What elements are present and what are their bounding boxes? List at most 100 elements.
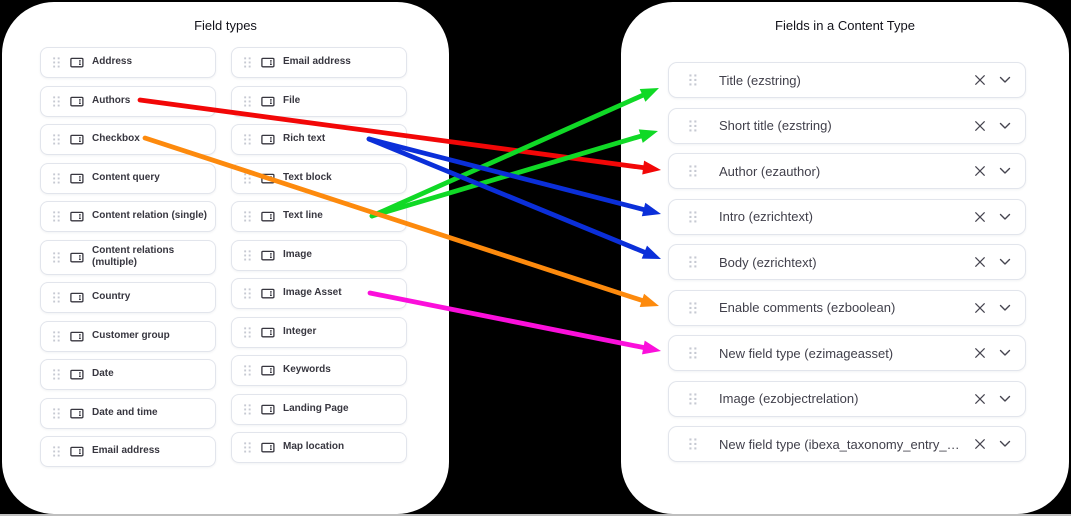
content-type-field-list: Title (ezstring) S xyxy=(668,62,1026,462)
row-actions xyxy=(974,438,1011,450)
field-type-item[interactable]: Date and time xyxy=(40,397,216,429)
input-field-icon xyxy=(70,210,84,223)
close-x-icon[interactable] xyxy=(974,256,986,268)
chevron-down-icon[interactable] xyxy=(999,304,1011,312)
close-x-icon[interactable] xyxy=(974,120,986,132)
close-x-icon[interactable] xyxy=(974,165,986,177)
field-type-item[interactable]: Content relations (multiple) xyxy=(40,239,216,275)
row-actions xyxy=(974,393,1011,405)
drag-handle-icon[interactable] xyxy=(689,347,697,359)
field-type-item[interactable]: Text block xyxy=(231,162,407,194)
chevron-down-icon[interactable] xyxy=(999,395,1011,403)
drag-handle-icon[interactable] xyxy=(244,172,251,184)
drag-handle-icon[interactable] xyxy=(244,288,251,299)
content-type-field-row[interactable]: Enable comments (ezboolean) xyxy=(668,289,1026,326)
input-field-icon xyxy=(261,172,275,185)
drag-handle-icon[interactable] xyxy=(244,211,251,222)
drag-handle-icon[interactable] xyxy=(689,438,697,450)
field-type-item[interactable]: Content query xyxy=(40,162,216,194)
close-x-icon[interactable] xyxy=(974,74,986,86)
drag-handle-icon[interactable] xyxy=(244,249,251,261)
field-type-item[interactable]: Address xyxy=(40,47,216,78)
drag-handle-icon[interactable] xyxy=(689,119,697,132)
field-label: Title (ezstring) xyxy=(719,72,801,88)
content-type-field-row[interactable]: Image (ezobjectrelation) xyxy=(668,380,1026,417)
chevron-down-icon[interactable] xyxy=(999,122,1011,130)
drag-handle-icon[interactable] xyxy=(53,134,60,145)
close-x-icon[interactable] xyxy=(974,393,986,405)
input-field-icon xyxy=(70,56,84,69)
field-type-item[interactable]: Date xyxy=(40,359,216,390)
field-type-item[interactable]: Image xyxy=(231,239,407,271)
chevron-down-icon[interactable] xyxy=(999,167,1011,175)
row-actions xyxy=(974,74,1011,86)
field-label: New field type (ibexa_taxonomy_entry_ass… xyxy=(719,436,966,452)
field-type-item[interactable]: Map location xyxy=(231,432,407,463)
drag-handle-icon[interactable] xyxy=(689,301,697,314)
field-types-column-2: Email address File xyxy=(231,47,407,467)
drag-handle-icon[interactable] xyxy=(53,172,60,184)
field-type-item[interactable]: Content relation (single) xyxy=(40,201,216,232)
content-type-field-row[interactable]: Short title (ezstring) xyxy=(668,107,1026,144)
content-type-field-row[interactable]: Author (ezauthor) xyxy=(668,153,1026,189)
drag-handle-icon[interactable] xyxy=(689,392,697,405)
close-x-icon[interactable] xyxy=(974,211,986,223)
content-type-field-row[interactable]: New field type (ibexa_taxonomy_entry_ass… xyxy=(668,426,1026,462)
close-x-icon[interactable] xyxy=(974,302,986,314)
drag-handle-icon[interactable] xyxy=(244,57,251,68)
field-type-item[interactable]: Country xyxy=(40,282,216,313)
input-field-icon xyxy=(70,330,84,343)
content-type-field-row[interactable]: New field type (ezimageasset) xyxy=(668,335,1026,371)
input-field-icon xyxy=(261,287,275,300)
drag-handle-icon[interactable] xyxy=(53,446,60,457)
field-type-item[interactable]: Authors xyxy=(40,85,216,117)
row-actions xyxy=(974,302,1011,314)
content-type-field-row[interactable]: Title (ezstring) xyxy=(668,62,1026,98)
drag-handle-icon[interactable] xyxy=(244,326,251,338)
field-type-label: Image Asset xyxy=(283,287,342,299)
chevron-down-icon[interactable] xyxy=(999,349,1011,357)
chevron-down-icon[interactable] xyxy=(999,440,1011,448)
drag-handle-icon[interactable] xyxy=(53,57,60,68)
chevron-down-icon[interactable] xyxy=(999,213,1011,221)
field-type-item[interactable]: Integer xyxy=(231,316,407,348)
field-type-label: Customer group xyxy=(92,329,170,341)
drag-handle-icon[interactable] xyxy=(53,369,60,380)
field-type-item[interactable]: Rich text xyxy=(231,124,407,155)
drag-handle-icon[interactable] xyxy=(244,134,251,145)
field-type-label: Authors xyxy=(92,94,131,106)
drag-handle-icon[interactable] xyxy=(53,251,60,263)
field-type-item[interactable]: Landing Page xyxy=(231,393,407,425)
field-types-panel-title: Field types xyxy=(194,18,257,33)
field-type-item[interactable]: Checkbox xyxy=(40,124,216,155)
drag-handle-icon[interactable] xyxy=(53,292,60,303)
drag-handle-icon[interactable] xyxy=(244,95,251,107)
drag-handle-icon[interactable] xyxy=(53,95,60,107)
drag-handle-icon[interactable] xyxy=(689,210,697,223)
close-x-icon[interactable] xyxy=(974,347,986,359)
field-type-item[interactable]: Email address xyxy=(231,47,407,78)
drag-handle-icon[interactable] xyxy=(53,330,60,342)
drag-handle-icon[interactable] xyxy=(53,211,60,222)
chevron-down-icon[interactable] xyxy=(999,258,1011,266)
drag-handle-icon[interactable] xyxy=(244,403,251,415)
drag-handle-icon[interactable] xyxy=(689,256,697,268)
bottom-edge-strip xyxy=(0,514,1071,516)
field-type-item[interactable]: File xyxy=(231,85,407,117)
field-type-item[interactable]: Email address xyxy=(40,436,216,467)
drag-handle-icon[interactable] xyxy=(689,165,697,177)
field-type-item[interactable]: Keywords xyxy=(231,355,407,386)
field-type-item[interactable]: Text line xyxy=(231,201,407,232)
content-type-field-row[interactable]: Body (ezrichtext) xyxy=(668,244,1026,280)
row-actions xyxy=(974,120,1011,132)
field-type-item[interactable]: Customer group xyxy=(40,320,216,352)
chevron-down-icon[interactable] xyxy=(999,76,1011,84)
close-x-icon[interactable] xyxy=(974,438,986,450)
content-type-field-row[interactable]: Intro (ezrichtext) xyxy=(668,198,1026,235)
drag-handle-icon[interactable] xyxy=(689,74,697,86)
drag-handle-icon[interactable] xyxy=(53,407,60,419)
drag-handle-icon[interactable] xyxy=(244,365,251,376)
field-type-item[interactable]: Image Asset xyxy=(231,278,407,309)
drag-handle-icon[interactable] xyxy=(244,442,251,453)
